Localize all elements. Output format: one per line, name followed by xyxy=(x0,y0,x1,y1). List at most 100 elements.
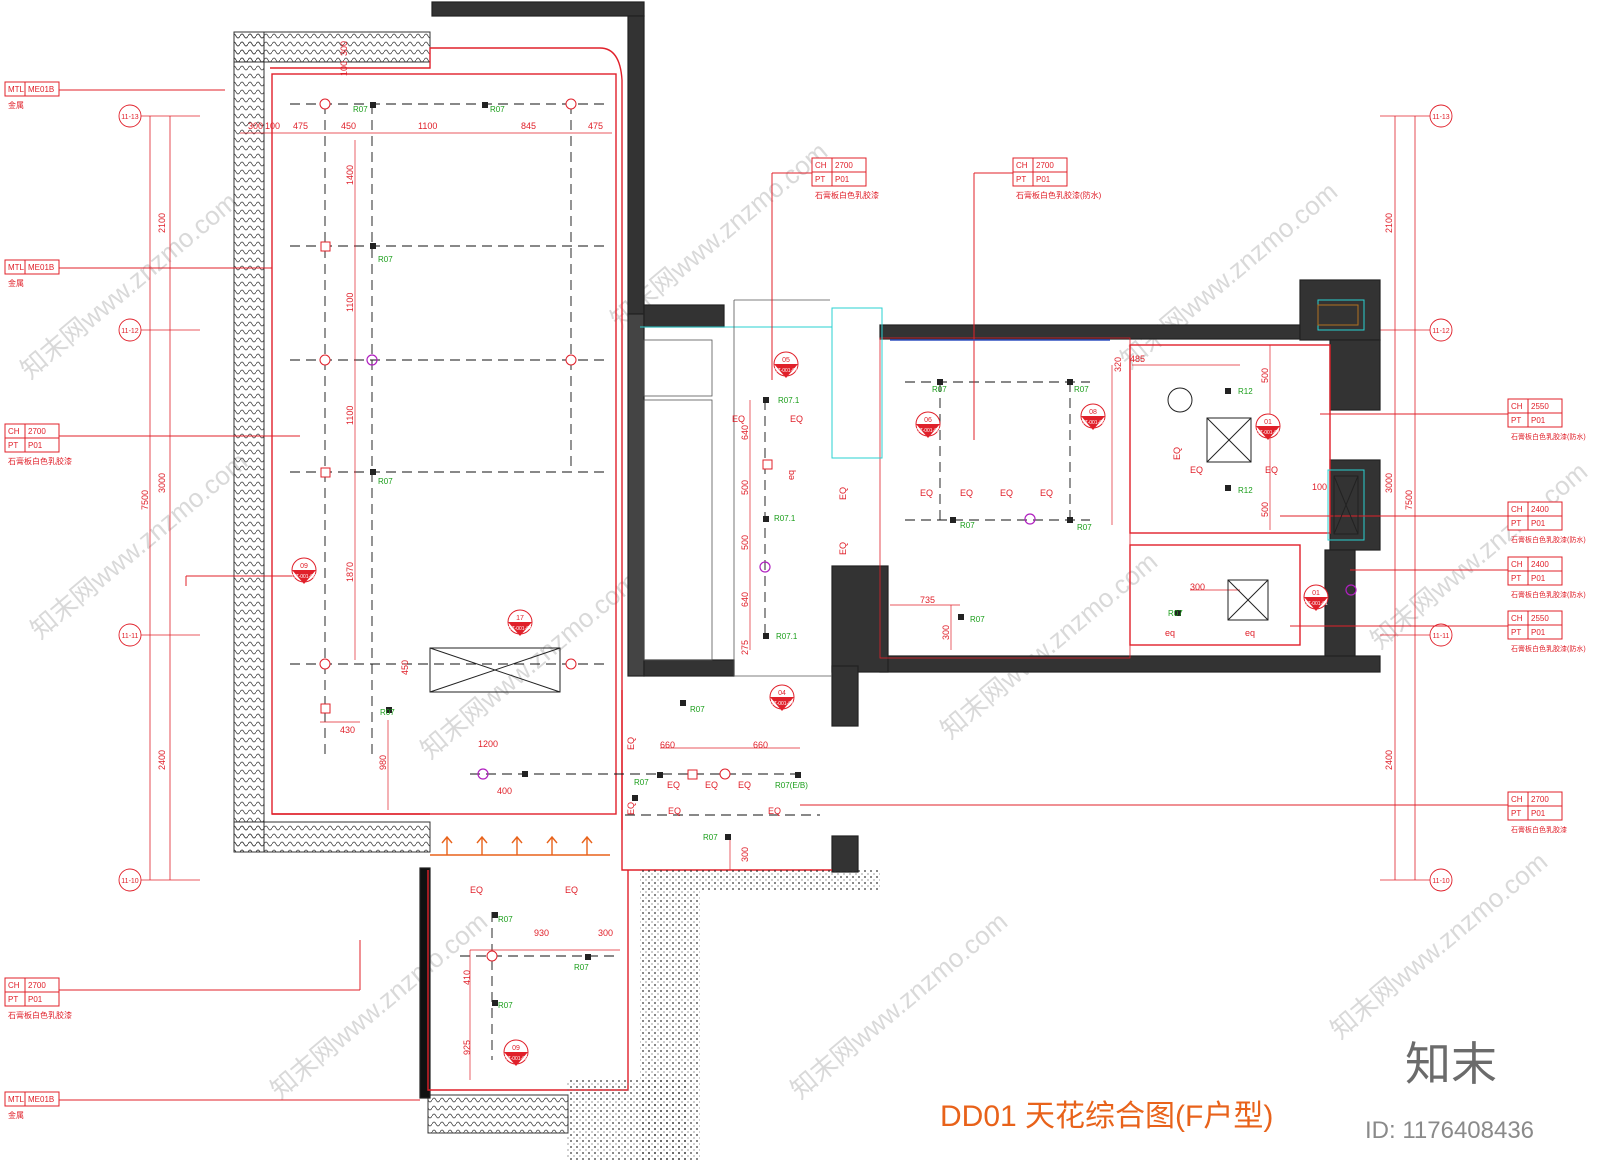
dim-text: 660 xyxy=(753,740,768,750)
tag-value: 2700 xyxy=(28,427,46,436)
tag-code: CH xyxy=(1511,795,1523,804)
eq-text: EQ xyxy=(960,488,973,498)
eq-text: EQ xyxy=(626,737,636,750)
light-label: R07 xyxy=(574,963,589,972)
dim-text: 2100 xyxy=(157,213,167,233)
light-label: R07.1 xyxy=(778,396,800,405)
eq-text: EQ xyxy=(838,487,848,500)
axis-label: 11-10 xyxy=(121,878,138,885)
tag-caption: 石膏板白色乳胶漆(防水) xyxy=(1511,432,1586,441)
section-number: 09 xyxy=(512,1045,520,1052)
dim-text: 735 xyxy=(920,595,935,605)
eq-markers: EQ EQ EQ EQ EQ EQ EQ EQ EQ EQ EQ EQ EQ E… xyxy=(470,414,1278,895)
light-label: R07.1 xyxy=(776,632,798,641)
dim-text: 100 xyxy=(265,121,280,131)
tag-code: CH xyxy=(1511,402,1523,411)
section-number: 04 xyxy=(778,690,786,697)
tag-value: 2550 xyxy=(1531,402,1549,411)
walls xyxy=(419,1,1381,1099)
dim-text: 980 xyxy=(378,755,388,770)
tag-ceiling: CH 2550 PT P01 石膏板白色乳胶漆(防水) xyxy=(1507,610,1586,653)
section-ref: DT-001-02 xyxy=(292,574,316,580)
section-marker: 01 DT-001-01 xyxy=(1303,584,1329,611)
tag-caption: 金属 xyxy=(8,1110,24,1120)
drawing-title: DD01 天花综合图(F户型) xyxy=(940,1100,1273,1133)
tag-value: P01 xyxy=(1531,574,1546,583)
dim-text: 1870 xyxy=(345,562,355,582)
tag-value: P01 xyxy=(1531,416,1546,425)
axis-label: 11-13 xyxy=(1432,114,1449,121)
watermark-text: 知末网www.znzmo.com xyxy=(785,906,1013,1104)
dim-text: 925 xyxy=(462,1040,472,1055)
tag-value: P01 xyxy=(1531,809,1546,818)
tag-value: P01 xyxy=(1531,628,1546,637)
gray-lines xyxy=(643,299,832,677)
axis-bubbles xyxy=(118,104,1453,892)
dim-text: 2100 xyxy=(1384,213,1394,233)
tag-code: PT xyxy=(8,441,18,450)
tag-caption: 石膏板白色乳胶漆 xyxy=(8,456,72,466)
eq-text: EQ xyxy=(668,806,681,816)
eq-text: eq xyxy=(1165,628,1175,638)
light-labels: R07 R07 R07 R07 R07 R07.1 R07.1 R07.1 R0… xyxy=(353,105,1253,1010)
tag-value: P01 xyxy=(835,175,850,184)
dim-text: 485 xyxy=(1130,354,1145,364)
dim-text: 660 xyxy=(660,740,675,750)
light-label: R07 xyxy=(353,105,368,114)
vent-arrows xyxy=(430,339,1110,856)
tag-caption: 石膏板白色乳胶漆(防水) xyxy=(1511,644,1586,653)
axis-label: 11-10 xyxy=(1432,878,1449,885)
section-marker: 17 DT-001-04 xyxy=(507,609,533,636)
tag-caption: 金属 xyxy=(8,100,24,110)
eq-text: EQ xyxy=(626,802,636,815)
eq-text: EQ xyxy=(1000,488,1013,498)
dim-text: 1100 xyxy=(345,293,355,312)
dim-text: 1400 xyxy=(345,165,355,185)
ground-hatch xyxy=(566,1080,686,1160)
dim-text: 300 xyxy=(248,121,263,131)
dimension-texts: 300 100 475 450 1100 845 475 300 100 140… xyxy=(248,41,1327,1055)
watermark-text: 知末网www.znzmo.com xyxy=(935,546,1163,744)
watermark-text: 知末网www.znzmo.com xyxy=(415,566,643,764)
equipment-symbols xyxy=(429,304,1359,693)
axis-label: 11-12 xyxy=(121,328,138,335)
light-label: R07 xyxy=(1168,609,1183,618)
light-label: R07 xyxy=(490,105,505,114)
tag-code: PT xyxy=(1511,519,1521,528)
tag-caption: 石膏板白色乳胶漆 xyxy=(815,190,879,200)
eq-text: EQ xyxy=(667,780,680,790)
tag-ceiling: CH 2700 PT P01 石膏板白色乳胶漆(防水) xyxy=(1012,157,1102,200)
axis-labels: 11-13 11-12 11-11 11-10 11-13 11-12 11-1… xyxy=(121,114,1449,885)
light-label: R07.1 xyxy=(774,514,796,523)
section-marker: 09 DT-001-02 xyxy=(291,557,317,584)
tag-code: PT xyxy=(1511,416,1521,425)
section-marker: 08 DT-001-02 xyxy=(1080,403,1106,430)
tag-code: PT xyxy=(1511,628,1521,637)
eq-text: EQ xyxy=(1040,488,1053,498)
tag-value: ME01B xyxy=(28,263,54,272)
axis-label: 11-12 xyxy=(1432,328,1449,335)
tag-value: 2550 xyxy=(1531,614,1549,623)
tag-code: PT xyxy=(1511,809,1521,818)
tag-value: ME01B xyxy=(28,1095,54,1104)
tag-value: ME01B xyxy=(28,85,54,94)
section-number: 05 xyxy=(782,357,790,364)
section-ref: DT-001-04 xyxy=(508,626,532,632)
tag-caption: 石膏板白色乳胶漆(防水) xyxy=(1016,190,1102,200)
tag-code: CH xyxy=(1511,505,1523,514)
light-label: R07 xyxy=(1077,523,1092,532)
light-label: R07 xyxy=(634,778,649,787)
tag-code: PT xyxy=(8,995,18,1004)
dim-text: 640 xyxy=(740,592,750,607)
tag-code: PT xyxy=(1511,574,1521,583)
dim-text: 475 xyxy=(293,121,308,131)
eq-text: EQ xyxy=(1190,465,1203,475)
section-ref: DT-001-02 xyxy=(1081,420,1105,426)
light-label: R12 xyxy=(1238,387,1253,396)
section-number: 08 xyxy=(1089,409,1097,416)
section-ref: DT-001-02 xyxy=(504,1056,528,1062)
dim-text: 100 xyxy=(1312,482,1327,492)
dim-text: 845 xyxy=(521,121,536,131)
tag-caption: 金属 xyxy=(8,278,24,288)
